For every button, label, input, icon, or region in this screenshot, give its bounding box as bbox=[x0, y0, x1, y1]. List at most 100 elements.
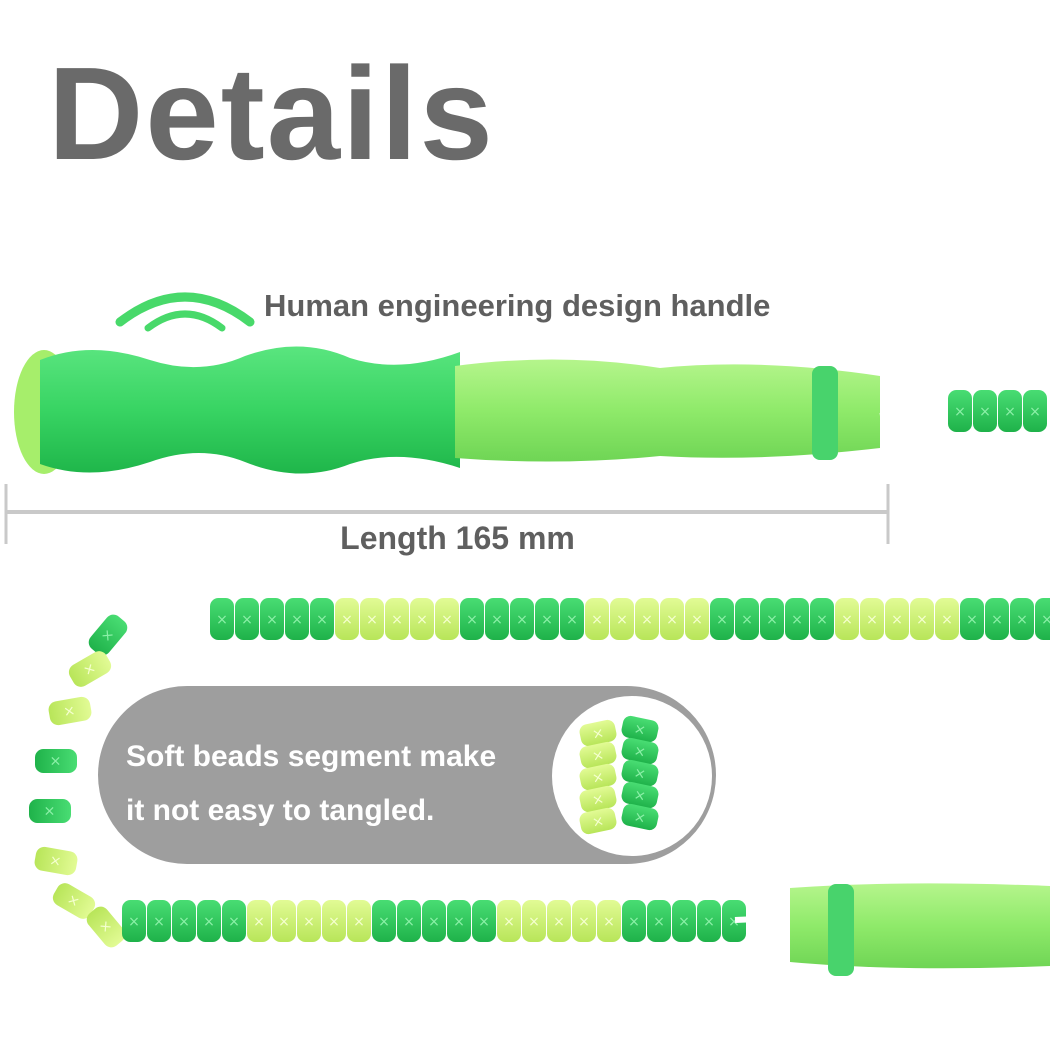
bead-light: × bbox=[322, 900, 346, 942]
svg-text:×: × bbox=[41, 805, 57, 817]
bead-dark: × bbox=[472, 900, 496, 942]
svg-text:×: × bbox=[1041, 612, 1050, 628]
bead-dark: × bbox=[88, 614, 128, 656]
svg-text:×: × bbox=[341, 612, 353, 628]
bead-dark: × bbox=[621, 803, 659, 831]
bead-dark: × bbox=[285, 598, 309, 640]
beads-callout-text: Soft beads segment make it not easy to t… bbox=[126, 730, 566, 838]
svg-text:×: × bbox=[60, 704, 78, 718]
bead-light: × bbox=[685, 598, 709, 640]
bead-dark: × bbox=[222, 900, 246, 942]
top-handle bbox=[14, 346, 947, 474]
svg-text:×: × bbox=[378, 914, 390, 930]
callout-line-2: it not easy to tangled. bbox=[126, 794, 435, 827]
svg-text:×: × bbox=[791, 612, 803, 628]
bead-light: × bbox=[579, 785, 617, 813]
svg-text:×: × bbox=[441, 612, 453, 628]
bead-light: × bbox=[579, 763, 617, 791]
svg-text:×: × bbox=[316, 612, 328, 628]
bead-dark: × bbox=[310, 598, 334, 640]
bead-dark: × bbox=[622, 900, 646, 942]
bead-light: × bbox=[86, 906, 126, 948]
handle-caption: Human engineering design handle bbox=[264, 288, 771, 323]
svg-text:×: × bbox=[691, 612, 703, 628]
bead-light: × bbox=[572, 900, 596, 942]
bead-dark: × bbox=[172, 900, 196, 942]
bead-dark: × bbox=[621, 759, 659, 787]
svg-text:×: × bbox=[1004, 404, 1016, 420]
svg-text:×: × bbox=[632, 787, 647, 805]
bead-dark: × bbox=[985, 598, 1009, 640]
bead-dark: × bbox=[1023, 390, 1047, 432]
bead-dark: × bbox=[1035, 598, 1050, 640]
svg-text:×: × bbox=[632, 809, 647, 827]
bead-light: × bbox=[597, 900, 621, 942]
bead-dark: × bbox=[35, 749, 77, 773]
bead-light: × bbox=[272, 900, 296, 942]
svg-text:×: × bbox=[553, 914, 565, 930]
bead-light: × bbox=[68, 651, 112, 687]
bead-light: × bbox=[910, 598, 934, 640]
bead-dark: × bbox=[735, 598, 759, 640]
svg-text:×: × bbox=[46, 854, 64, 868]
svg-text:×: × bbox=[216, 612, 228, 628]
svg-text:×: × bbox=[941, 612, 953, 628]
bead-light: × bbox=[547, 900, 571, 942]
svg-text:×: × bbox=[891, 612, 903, 628]
svg-text:×: × bbox=[291, 612, 303, 628]
bead-light: × bbox=[610, 598, 634, 640]
svg-text:×: × bbox=[466, 612, 478, 628]
bead-light: × bbox=[935, 598, 959, 640]
svg-text:×: × bbox=[641, 612, 653, 628]
svg-text:×: × bbox=[591, 725, 606, 743]
bead-dark: × bbox=[485, 598, 509, 640]
svg-text:×: × bbox=[703, 914, 715, 930]
bead-light: × bbox=[52, 883, 96, 919]
svg-text:×: × bbox=[979, 404, 991, 420]
bead-light: × bbox=[579, 807, 617, 835]
bead-dark: × bbox=[973, 390, 997, 432]
svg-text:×: × bbox=[666, 612, 678, 628]
bead-light: × bbox=[410, 598, 434, 640]
svg-text:×: × bbox=[353, 914, 365, 930]
svg-text:×: × bbox=[616, 612, 628, 628]
closeup-beads: ×××××××××× bbox=[579, 715, 659, 835]
bead-light: × bbox=[522, 900, 546, 942]
handle-shaft bbox=[455, 359, 880, 462]
bead-light: × bbox=[579, 719, 617, 747]
svg-text:×: × bbox=[47, 755, 63, 767]
svg-text:×: × bbox=[954, 404, 966, 420]
bead-dark: × bbox=[621, 737, 659, 765]
svg-text:×: × bbox=[566, 612, 578, 628]
callout-line-1: Soft beads segment make bbox=[126, 740, 497, 773]
svg-text:×: × bbox=[516, 612, 528, 628]
svg-text:×: × bbox=[228, 914, 240, 930]
svg-text:×: × bbox=[503, 914, 515, 930]
bead-dark: × bbox=[397, 900, 421, 942]
bead-light: × bbox=[247, 900, 271, 942]
svg-text:×: × bbox=[266, 612, 278, 628]
svg-text:×: × bbox=[253, 914, 265, 930]
bead-light: × bbox=[360, 598, 384, 640]
handle-ring bbox=[812, 366, 838, 460]
bead-dark: × bbox=[122, 900, 146, 942]
svg-text:×: × bbox=[741, 612, 753, 628]
svg-text:×: × bbox=[628, 914, 640, 930]
bead-light: × bbox=[835, 598, 859, 640]
bead-dark: × bbox=[235, 598, 259, 640]
bead-light: × bbox=[297, 900, 321, 942]
bead-light: × bbox=[385, 598, 409, 640]
svg-text:×: × bbox=[578, 914, 590, 930]
svg-text:×: × bbox=[716, 612, 728, 628]
svg-text:×: × bbox=[278, 914, 290, 930]
svg-text:×: × bbox=[591, 813, 606, 831]
svg-text:×: × bbox=[178, 914, 190, 930]
bead-dark: × bbox=[998, 390, 1022, 432]
bead-dark: × bbox=[510, 598, 534, 640]
bead-dark: × bbox=[960, 598, 984, 640]
handle-grip bbox=[40, 346, 460, 474]
bead-dark: × bbox=[621, 715, 659, 743]
bead-dark: × bbox=[29, 799, 71, 823]
bead-light: × bbox=[435, 598, 459, 640]
svg-text:×: × bbox=[303, 914, 315, 930]
